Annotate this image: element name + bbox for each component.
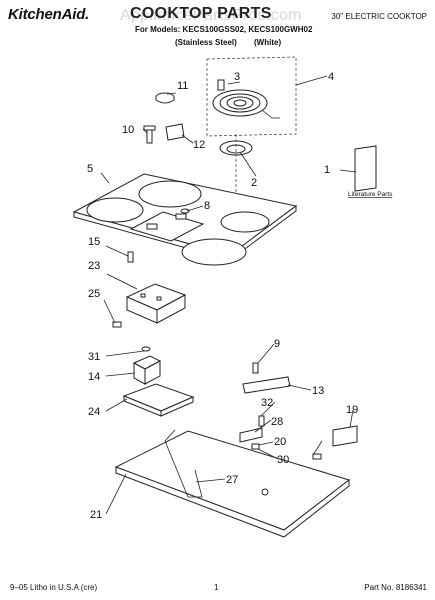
callout-14: 14 [88, 371, 100, 383]
callout-20: 20 [274, 436, 286, 448]
callout-1: 1 [324, 164, 330, 176]
part-2-drip-bowl[interactable] [219, 140, 253, 156]
callout-32: 32 [261, 397, 273, 409]
finish-stainless: (Stainless Steel) [175, 38, 237, 47]
callout-23: 23 [88, 260, 100, 272]
part-4-surface-element[interactable] [206, 56, 297, 137]
page-subtitle: 30" ELECTRIC COOKTOP [331, 12, 427, 21]
part-13-terminal-block[interactable] [242, 376, 291, 394]
callout-31: 31 [88, 351, 100, 363]
part-19-connector[interactable] [332, 425, 358, 447]
part-21-bottom-pan[interactable] [114, 430, 351, 538]
callout-12: 12 [193, 139, 205, 151]
callout-15: 15 [88, 236, 100, 248]
finish-white: (White) [254, 38, 282, 47]
part-10-screw[interactable] [143, 125, 156, 144]
literature-parts-label: Literature Parts [348, 191, 393, 198]
page-title: COOKTOP PARTS [130, 5, 272, 22]
callout-4: 4 [328, 71, 334, 83]
part-23-control-box[interactable] [125, 283, 187, 324]
callout-30: 30 [277, 454, 289, 466]
part-3-terminal-block[interactable] [217, 79, 225, 91]
part-31-clip[interactable] [141, 346, 151, 352]
part-11-knob[interactable] [155, 92, 175, 104]
part-12-bezel[interactable] [165, 123, 185, 141]
part-15-screw[interactable] [127, 251, 134, 263]
callout-2: 2 [251, 177, 257, 189]
callout-19: 19 [346, 404, 358, 416]
callout-5: 5 [87, 163, 93, 175]
callout-9: 9 [274, 338, 280, 350]
part-27-wire-harness[interactable] [164, 429, 203, 498]
models-line: For Models: KECS100GSS02, KECS100GWH02 [135, 25, 313, 34]
part-30-screw[interactable] [251, 443, 260, 450]
part-5-cooktop[interactable] [72, 173, 298, 266]
brand-logo: KitchenAid. [8, 6, 90, 23]
part-1-literature[interactable] [354, 145, 377, 192]
callout-10: 10 [122, 124, 134, 136]
callout-27: 27 [226, 474, 238, 486]
callout-21: 21 [90, 509, 102, 521]
part-25-screw[interactable] [112, 321, 122, 328]
callout-11: 11 [177, 80, 188, 92]
footer-page-number: 1 [214, 583, 219, 592]
part-14-bracket[interactable] [132, 355, 162, 385]
callout-28: 28 [271, 416, 283, 428]
callout-8: 8 [204, 200, 210, 212]
part-8-knob-insert[interactable] [180, 208, 190, 214]
part-32-screw[interactable] [258, 415, 265, 427]
callout-13: 13 [312, 385, 324, 397]
part-28-bracket[interactable] [239, 427, 263, 443]
footer-litho: 9–05 Litho in U.S.A (cre) [10, 583, 98, 592]
leader-lines [100, 75, 357, 515]
footer-part-number: Part No. 8186341 [364, 583, 427, 592]
callout-25: 25 [88, 288, 100, 300]
callout-24: 24 [88, 406, 100, 418]
callout-3: 3 [234, 71, 240, 83]
watermark: AppliancePartsPros.com [120, 7, 302, 24]
part-24-tray[interactable] [122, 383, 195, 417]
part-20-screw[interactable] [312, 453, 322, 460]
part-9-screw[interactable] [252, 362, 259, 374]
